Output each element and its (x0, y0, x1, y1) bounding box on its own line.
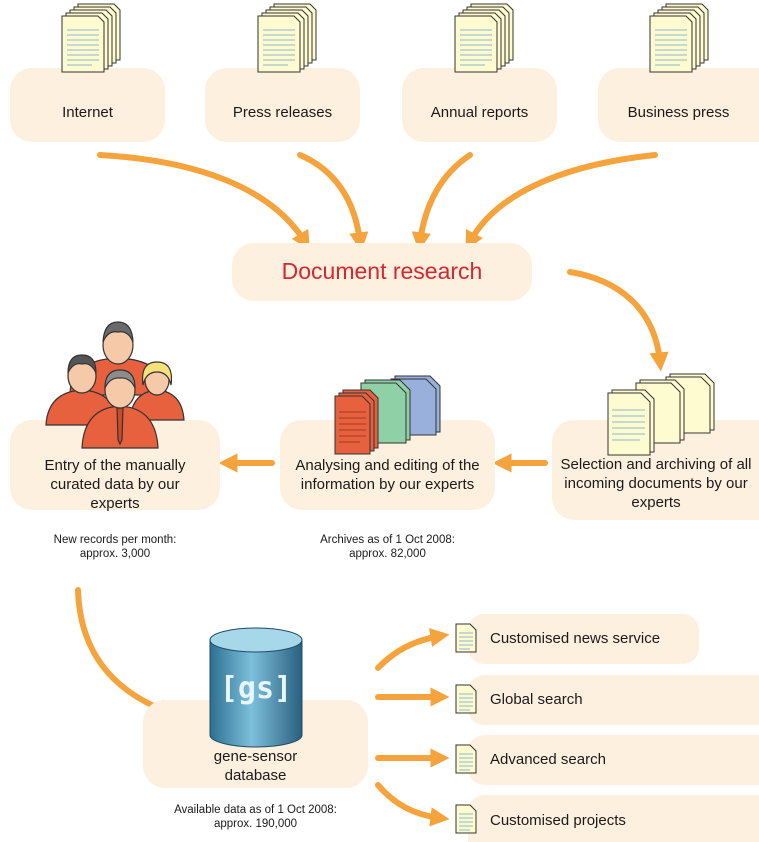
available-note-line1: Available data as of 1 Oct 2008: (174, 804, 337, 816)
research-box (232, 243, 532, 301)
source-label-internet: Internet (62, 104, 113, 121)
source-box-press-releases (205, 68, 360, 142)
source-box-internet (10, 68, 165, 142)
output-box-global (468, 675, 759, 725)
analysing-label: Analysing and editing of the information… (295, 457, 480, 493)
output-label-advanced: Advanced search (490, 751, 606, 768)
arrow-database-to-news (375, 628, 450, 671)
source-box-business-press (598, 68, 759, 142)
document-icon (455, 744, 477, 774)
arrow-press-to-research (297, 152, 369, 252)
source-label-press-releases: Press releases (232, 104, 333, 121)
output-label-news: Customised news service (490, 630, 661, 647)
arrow-internet-to-research (97, 152, 311, 251)
arrow-business-to-research (465, 152, 658, 251)
database-label-line1: gene-sensor (213, 748, 298, 765)
source-label-business-press: Business press (627, 104, 730, 121)
source-box-annual-reports (402, 68, 557, 142)
database-label-line2: database (224, 767, 287, 784)
document-icon (455, 804, 477, 834)
source-label-annual-reports: Annual reports (430, 104, 529, 121)
research-label: Document research (281, 258, 483, 284)
available-note-line2: approx. 190,000 (213, 818, 298, 830)
entry-label: Entry of the manually curated data by ou… (44, 457, 186, 512)
arrow-research-to-selection (567, 269, 669, 372)
arrow-database-to-projects (375, 782, 450, 827)
selection-label: Selection and archiving of all incoming … (560, 456, 752, 511)
output-box-advanced (468, 735, 759, 785)
records-note-line1: New records per month: (53, 534, 177, 546)
output-box-projects (468, 795, 759, 842)
records-note-line2: approx. 3,000 (79, 548, 151, 560)
output-box-news (468, 614, 699, 664)
output-label-global: Global search (490, 691, 583, 708)
archives-note-line1: Archives as of 1 Oct 2008: (320, 534, 455, 546)
arrow-annual-to-research (411, 152, 473, 252)
archives-note-line2: approx. 82,000 (349, 548, 426, 560)
output-label-projects: Customised projects (490, 812, 626, 829)
document-icon (455, 623, 477, 653)
database-logo: [gs] (219, 671, 293, 706)
document-icon (455, 684, 477, 714)
arrow-entry-to-database (75, 587, 177, 718)
